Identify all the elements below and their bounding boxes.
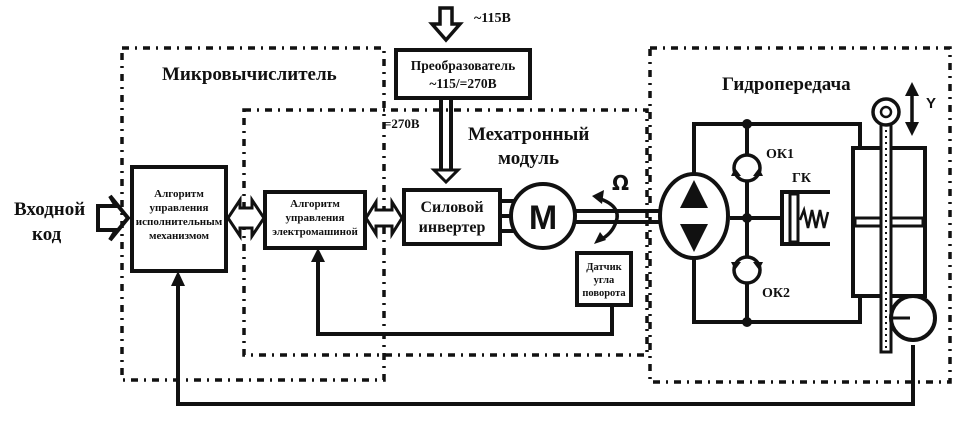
hydraulic-top-line [692,122,862,176]
hydraulic-bottom-line [692,256,862,324]
input-code-label-line1: Входной [14,199,85,220]
position-feedback-line [176,282,915,406]
sensor-feedback-line [316,258,614,336]
input-arrow-icon [96,194,131,242]
converter-label-line1: Преобразователь [411,58,516,73]
microcomputer-group-border [120,46,386,382]
motor-algo-label-line3: электромашиной [272,226,358,238]
microcomputer-title: Микровычислитель [162,64,337,85]
sensor-label-line2: угла [594,275,615,286]
ac-supply-label: ~115В [474,11,511,26]
ac-supply-arrow-icon [428,6,464,43]
motor-algo-label-line1: Алгоритм [290,198,340,210]
converter-box [394,48,532,100]
converter-label-line2: ~115/=270В [429,76,496,91]
actuator-algo-label-line3: исполнительным [136,216,223,228]
motor-label: M [529,199,557,237]
check-valve-ok2-icon [732,255,762,285]
hydraulic-lock-icon [780,190,830,246]
actuator-algo-label-line1: Алгоритм [154,188,204,200]
mechatronic-module-group-border [242,108,649,357]
motor-circle [509,182,577,250]
inverter-label-line2: инвертер [419,219,486,236]
check-valve-ok1-icon [732,153,762,183]
rotation-arrow-icon [597,196,619,242]
input-code-label-line2: код [32,224,62,245]
motor-algo-label-line2: управления [286,212,345,224]
dc-supply-label: =270В [384,116,420,131]
angle-sensor-box [575,251,633,307]
actuator-control-algorithm-box [130,165,228,273]
hydraulic-lock-label: ГК [792,171,812,186]
hydro-transmission-title: Гидропередача [722,74,851,95]
mechatronic-title-line1: Мехатронный [468,124,589,145]
sensor-label-line3: поворота [582,288,626,299]
mechatronic-title-line2: модуль [498,148,559,169]
dc-bus-arrow-icon [430,168,462,185]
check-valve-ok2-label: ОК2 [762,286,790,301]
omega-label: Ω [612,171,629,195]
position-feedback-arrowhead-icon [171,271,185,286]
bidirectional-connector-1-icon [226,195,266,241]
spring-icon [798,205,830,229]
sensor-feedback-arrowhead-icon [311,248,325,262]
check-valve-ok1-label: ОК1 [766,147,794,162]
hydraulic-pump-icon [658,172,730,260]
motor-control-algorithm-box [263,190,367,250]
inverter-label-line1: Силовой [420,199,483,216]
output-y-label: Y [926,95,936,112]
hydro-transmission-group-border [648,46,952,384]
actuator-algo-label-line2: управления [150,202,209,214]
actuator-algo-label-line4: механизмом [149,230,210,242]
output-displacement-arrow-icon [905,82,919,136]
sensor-label-line1: Датчик [586,262,622,273]
